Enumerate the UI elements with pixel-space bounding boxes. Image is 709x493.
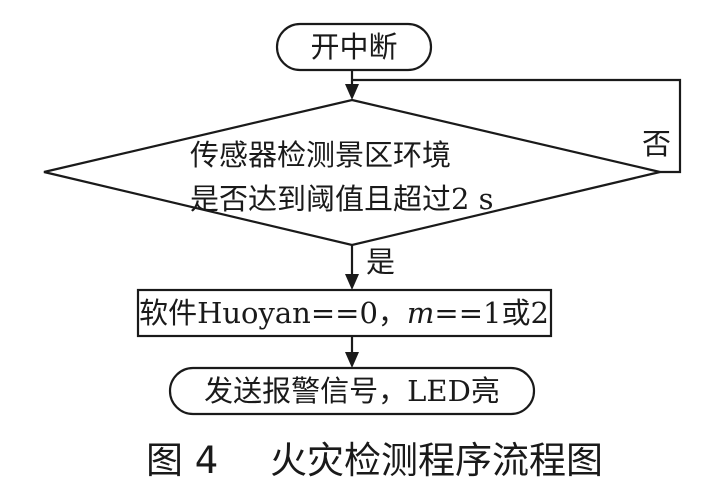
end-node: 发送报警信号，LED亮 — [168, 366, 536, 416]
start-node-label: 开中断 — [310, 30, 397, 64]
decision-line-1: 传感器检测景区环境 — [190, 138, 451, 172]
arrow-no-loop: 否 — [352, 78, 682, 174]
process-part-2: ==1或2 — [434, 296, 549, 330]
process-variable: m — [407, 296, 435, 330]
decision-line-2: 是否达到阈值且超过2 s — [190, 182, 494, 216]
no-label: 否 — [642, 127, 671, 161]
yes-label: 是 — [366, 245, 395, 279]
arrow-process-to-end — [345, 336, 359, 368]
decision-node: 传感器检测景区环境 是否达到阈值且超过2 s — [43, 98, 661, 247]
arrow-start-to-decision — [345, 70, 359, 100]
process-node: 软件Huoyan==0，m==1或2 — [136, 288, 553, 338]
caption-number: 图 4 — [146, 439, 218, 482]
caption-title: 火灾检测程序流程图 — [270, 439, 603, 482]
arrow-decision-to-process: 是 — [345, 245, 395, 290]
process-part-1: 软件Huoyan==0， — [139, 296, 407, 330]
figure-caption: 图 4 火灾检测程序流程图 — [146, 439, 603, 482]
end-node-label: 发送报警信号，LED亮 — [204, 374, 500, 408]
process-node-label: 软件Huoyan==0，m==1或2 — [139, 296, 549, 330]
start-node: 开中断 — [275, 22, 433, 72]
